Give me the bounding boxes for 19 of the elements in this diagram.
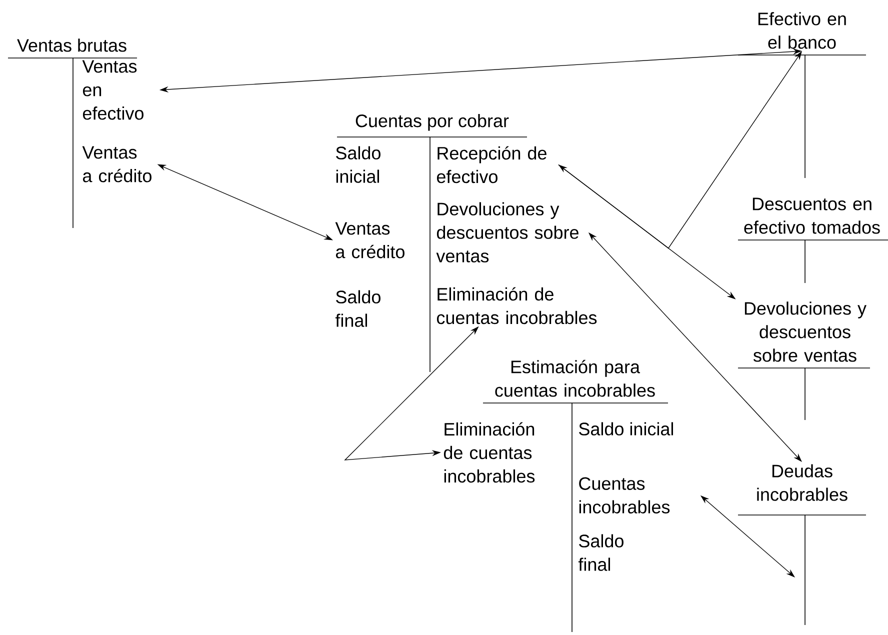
entry-text: Cuentas incobrables [579, 477, 670, 514]
entry-text: Saldo final [578, 534, 624, 571]
entry-text: Recepción de efectivo [436, 146, 546, 184]
entry-text: Devoluciones y descuentos sobre ventas [436, 202, 578, 262]
account-title: Efectivo en el banco [758, 12, 846, 49]
entry-text: Ventas a crédito [335, 222, 404, 258]
entry-text: Eliminación de cuentas incobrables [444, 422, 535, 483]
entry-text: Ventas en efectivo [82, 60, 144, 120]
account-title: Ventas brutas [17, 38, 126, 52]
entry-text: Ventas a crédito [82, 146, 152, 182]
entry-text: Saldo inicial [336, 146, 380, 183]
account-title: Devoluciones y descuentos sobre ventas [744, 302, 866, 362]
account-title: Descuentos en efectivo tomados [744, 198, 880, 234]
entry-text: Saldo final [335, 290, 380, 327]
account-title: Cuentas por cobrar [356, 114, 509, 131]
entry-text: Saldo inicial [579, 422, 674, 436]
entry-text: Eliminación de cuentas incobrables [436, 287, 597, 324]
account-title: Deudas incobrables [757, 464, 848, 501]
account-title: Estimación para cuentas incobrables [495, 360, 655, 397]
